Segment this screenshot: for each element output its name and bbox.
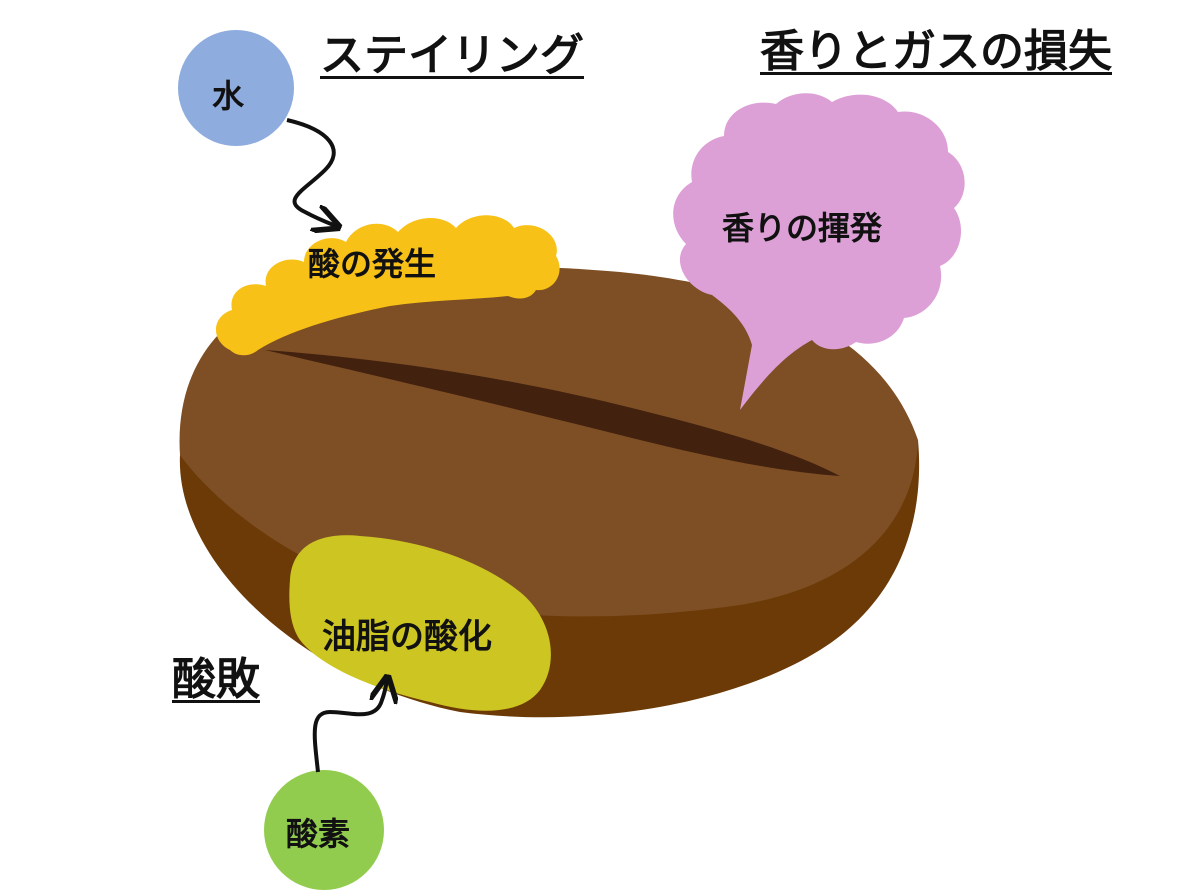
aroma-cloud	[673, 93, 965, 410]
label-acid-generation: 酸の発生	[308, 245, 437, 283]
arrow-oxygen-to-oil	[312, 680, 387, 773]
oxygen-circle	[264, 770, 384, 890]
label-aroma-volatilization: 香りの揮発	[722, 209, 883, 247]
oil-oxidation-blob	[289, 535, 551, 711]
title-staling: ステイリング	[320, 30, 584, 81]
title-rancidity: 酸敗	[172, 654, 260, 705]
water-circle	[178, 30, 294, 146]
label-oxygen: 酸素	[286, 815, 351, 853]
label-water: 水	[212, 77, 245, 115]
acid-generation-blob	[215, 215, 560, 356]
bean-top	[179, 266, 918, 617]
arrow-water-to-acid	[286, 118, 336, 226]
label-oil-oxidation: 油脂の酸化	[322, 617, 492, 657]
bean-crease	[265, 350, 840, 476]
title-aroma-gas-loss: 香りとガスの損失	[760, 26, 1112, 77]
